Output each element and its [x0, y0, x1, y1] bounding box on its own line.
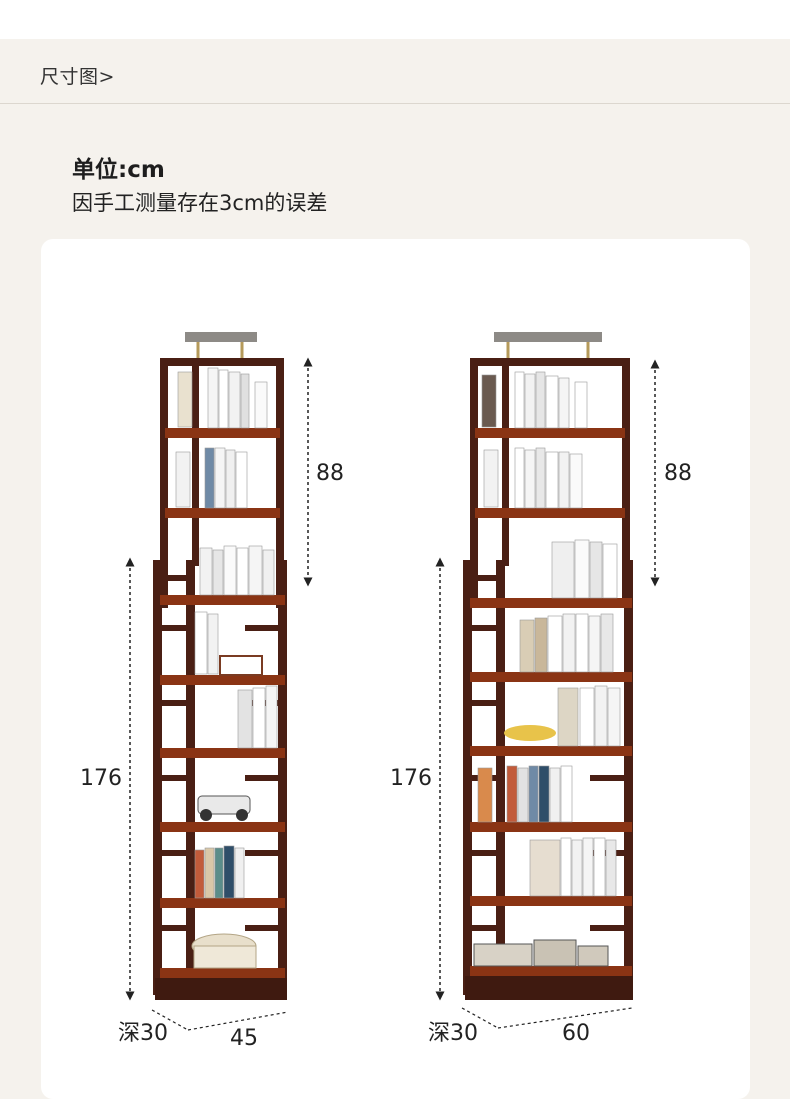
unit-label: 单位:cm: [72, 157, 165, 183]
measurement-note: 因手工测量存在3cm的误差: [72, 191, 328, 215]
section-title: 尺寸图>: [40, 66, 115, 88]
bookshelf-narrow-illustration: [153, 332, 287, 1000]
width-label: 45: [230, 1026, 258, 1051]
ceiling-plate: [494, 332, 602, 342]
depth-label: 深30: [428, 1021, 478, 1046]
ceiling-plate: [185, 332, 257, 342]
top-strip: [0, 0, 790, 39]
width-label: 60: [562, 1021, 590, 1046]
top-height-label: 88: [316, 461, 344, 486]
bookshelf-wide-illustration: [463, 332, 633, 1000]
depth-label: 深30: [118, 1021, 168, 1046]
bottom-height-label: 176: [80, 766, 122, 791]
section-header[interactable]: 尺寸图>: [0, 39, 790, 104]
bottom-height-label: 176: [390, 766, 432, 791]
top-height-label: 88: [664, 461, 692, 486]
